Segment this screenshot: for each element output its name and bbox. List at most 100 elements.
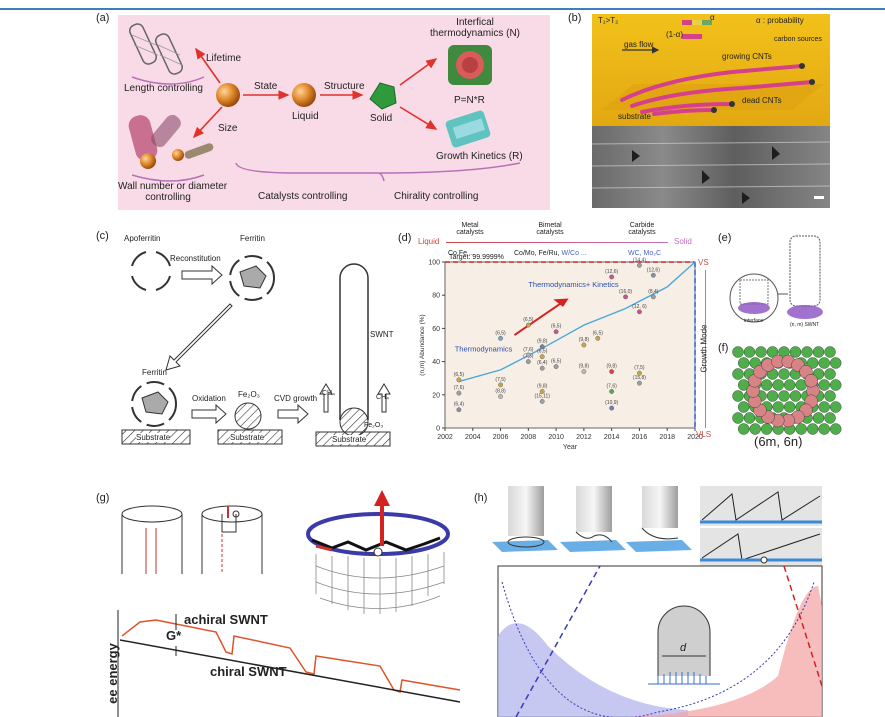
data-point (637, 262, 642, 268)
swnt-label: SWNT (370, 330, 394, 339)
swnt-tube-icon (339, 263, 369, 420)
one-minus-alpha-label: (1-α) (666, 30, 684, 39)
data-point-label: (8,4) (648, 289, 659, 295)
lattice-atom (761, 379, 773, 391)
apoferritin-shell-icon (131, 251, 171, 291)
lattice-atom (737, 423, 750, 435)
chiral-energy-line (119, 639, 461, 703)
data-point-label: (6,5) (454, 372, 465, 378)
lattice-atom (755, 346, 767, 358)
data-point (637, 380, 642, 386)
lattice-atom (772, 401, 784, 413)
ferritin-bottom-label: Ferritin (142, 368, 167, 377)
data-point (581, 342, 587, 348)
growing-cnts-label: growing CNTs (722, 52, 772, 61)
y-tick-label: 100 (428, 260, 440, 267)
growth-kinetics-icon (445, 110, 491, 148)
liquid-label: Liquid (292, 111, 319, 122)
panel-b-micrograph (591, 126, 831, 208)
data-point-label: (7,6) (607, 383, 618, 389)
lattice-atom (818, 401, 830, 413)
data-point (456, 390, 462, 396)
lattice-atom (806, 423, 819, 435)
ferritin-top-label: Ferritin (240, 234, 265, 243)
panel-b-label: (b) (568, 12, 582, 24)
chirality-controlling-label: Chirality controlling (394, 191, 479, 202)
data-point-label: (6,5) (495, 330, 506, 336)
progress-arrow (513, 301, 564, 336)
panel-a-drawing (128, 23, 521, 182)
zigzag-inset-1 (700, 486, 822, 526)
liquid-catalyst-icon (292, 83, 316, 107)
formula-label: P=N*R (454, 95, 485, 106)
data-point-label: (12,6) (605, 269, 618, 275)
lattice-atom (761, 423, 773, 435)
probability-label: α : probability (756, 16, 804, 25)
lattice-atom (829, 401, 842, 413)
lattice-atom (778, 390, 790, 402)
solid-catalyst-icon (369, 82, 397, 110)
data-point (650, 272, 656, 278)
data-point (595, 335, 601, 341)
temperature-label: T₁>T₂ (598, 16, 619, 25)
data-point (539, 344, 545, 350)
data-point (456, 407, 462, 413)
data-point-label: (6,4) (454, 402, 465, 408)
x-tick-label: 2020 (687, 434, 703, 441)
lattice-atom (732, 368, 744, 380)
y-tick-label: 0 (436, 426, 440, 433)
gas-flow-label: gas flow (624, 40, 654, 49)
y-axis-label: (n,m) Abundance (%) (419, 314, 426, 375)
lattice-atom (743, 412, 756, 424)
ch4-left-label: CH₄ (322, 390, 335, 397)
data-point (553, 364, 559, 369)
substrate-label: substrate (618, 112, 651, 121)
zigzag-inset-2 (700, 528, 822, 568)
growth-mode-label: Growth Mode (699, 324, 709, 373)
lattice-atom (778, 368, 790, 380)
short-nanotubes-icon (129, 23, 183, 75)
lattice-atom (732, 346, 744, 358)
carbon-sources-label: carbon sources (774, 36, 822, 43)
substrate-1-label: Substrate (136, 433, 171, 442)
carbides-list: WC, Mo₂C (628, 250, 662, 257)
fe2o3-small-label: Fe₂O₃ (364, 422, 384, 429)
panel-h-drawing (492, 486, 823, 717)
x-tick-label: 2004 (465, 434, 481, 441)
liquid-end-label: Liquid (418, 237, 440, 246)
cylinder-chiral-icon (201, 505, 263, 574)
data-point-label: (7,5) (634, 365, 645, 371)
state-label: State (254, 81, 278, 92)
data-point (539, 365, 545, 371)
y-tick-label: 60 (432, 326, 440, 333)
lattice-atom (818, 379, 830, 391)
panel-f-label: (f) (718, 342, 729, 354)
lattice-atom (812, 412, 825, 424)
nanotube-icon (789, 235, 821, 307)
tube-step-3-icon (626, 486, 692, 552)
lattice-atom (737, 379, 750, 391)
data-point-label: (15,11) (534, 393, 550, 399)
panel-c-label: (c) (96, 230, 109, 242)
interface-thermodynamics-icon (448, 45, 492, 85)
annotation-thermodynamics: Thermodynamics (455, 345, 513, 354)
data-point-label: (7,6) (454, 385, 465, 391)
data-point-label: (7,6) (523, 347, 534, 353)
y-tick-label: 20 (432, 392, 440, 399)
panel-f: (6m, 6n) (728, 346, 842, 450)
lattice-atom (824, 346, 836, 358)
panel-g-drawing (117, 490, 461, 717)
panel-e-label: (e) (718, 232, 732, 244)
catalyst-particle-icon (216, 83, 240, 107)
nm-swnt-label: (n, m) SWNT (790, 322, 820, 328)
data-point (498, 382, 503, 388)
cylinder-achiral-icon (121, 505, 183, 574)
vls-label: VLS (696, 430, 712, 439)
data-point-label: (6,5) (523, 317, 534, 323)
target-label: Target: 99.9999% (449, 254, 504, 261)
bimetals-list: Co/Mo, Fe/Ru, W/Co ... (514, 250, 587, 257)
panel-a-label: (a) (96, 12, 110, 24)
lattice-atom (801, 346, 813, 358)
